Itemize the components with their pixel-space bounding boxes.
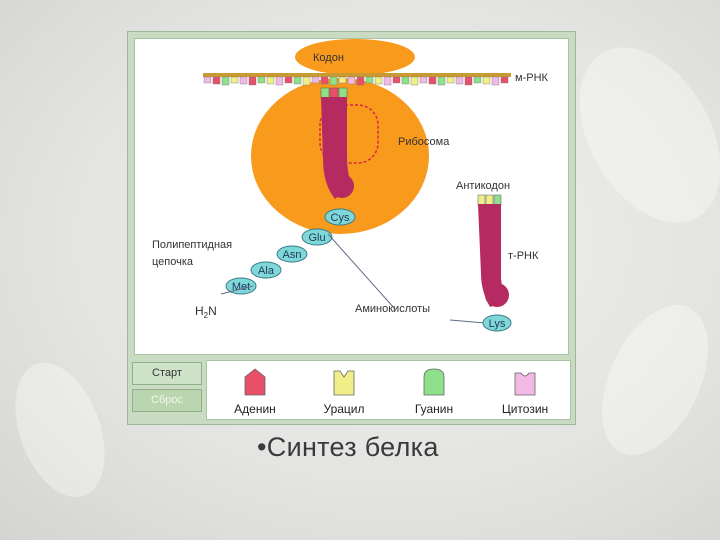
- amino-acids-pointer: [449, 319, 486, 324]
- nucleotide-legend: Аденин Урацил Гуанин Цитозин: [206, 360, 571, 420]
- amino-acid-label: Lys: [489, 318, 506, 330]
- mrna-nucleotide: [392, 76, 401, 84]
- ribosome-binding-site: [319, 104, 379, 164]
- ribosome-small-subunit: [295, 39, 415, 75]
- amino-acids-pointer: [327, 233, 396, 310]
- mrna-nucleotide: [338, 76, 347, 84]
- mrna-nucleotide: [419, 76, 428, 84]
- trna-loop: [330, 174, 354, 198]
- slide-title-text: Синтез белка: [266, 432, 439, 462]
- cytosine-icon: [514, 372, 536, 396]
- amino-acid-glu: Glu: [301, 228, 333, 246]
- mrna-nucleotide: [221, 76, 230, 86]
- amino-group-label: H2N: [195, 304, 217, 320]
- legend-item-cytosine: Цитозин: [485, 361, 565, 419]
- incoming-trna: [477, 194, 509, 307]
- mrna-nucleotide: [455, 76, 464, 85]
- trna-body: [478, 204, 507, 307]
- anticodon-base: [338, 87, 348, 99]
- mrna-nucleotide: [266, 76, 275, 85]
- mrna-nucleotide: [428, 76, 437, 85]
- mrna-nucleotide: [383, 76, 392, 86]
- reset-button[interactable]: Сброс: [132, 389, 202, 412]
- mrna-nucleotide: [356, 76, 365, 86]
- mrna-nucleotide: [239, 76, 248, 85]
- mrna-nucleotide: [248, 76, 257, 86]
- amino-acid-cys: Cys: [324, 208, 356, 226]
- amino-acid-asn: Asn: [276, 245, 308, 263]
- mrna-nucleotide: [437, 76, 446, 86]
- amino-acid-label: Glu: [308, 232, 325, 244]
- slide-title: •Синтез белка: [257, 432, 439, 463]
- mrna-nucleotide: [500, 76, 509, 84]
- amino-acid-ala: Ala: [250, 261, 282, 279]
- anticodon-base: [485, 194, 494, 206]
- amino-acid-label: Ala: [258, 265, 275, 277]
- mrna-nucleotide: [491, 76, 500, 86]
- anticodon-base: [477, 194, 486, 206]
- polypeptide-label-line1: Полипептидная: [152, 239, 232, 251]
- mrna-nucleotide: [329, 76, 338, 86]
- anticodon-base: [329, 87, 339, 99]
- mrna-nucleotide: [203, 76, 212, 84]
- polypeptide-label-line2: цепочка: [152, 256, 194, 268]
- legend-item-adenine: Аденин: [215, 361, 295, 419]
- trna-body: [321, 97, 353, 199]
- mrna-nucleotide: [257, 76, 266, 84]
- legend-item-uracil: Урацил: [304, 361, 384, 419]
- mrna-nucleotide: [275, 76, 284, 86]
- mrna-nucleotide: [302, 76, 311, 86]
- legend-label: Аденин: [234, 402, 276, 416]
- mrna-nucleotide: [347, 76, 356, 85]
- codon-label: Кодон: [313, 52, 344, 64]
- start-button[interactable]: Старт: [132, 362, 202, 385]
- amino-acid-label: Cys: [331, 212, 350, 224]
- mrna-label: м-РНК: [515, 72, 549, 84]
- amino-group-bond: [220, 285, 254, 295]
- controls-panel: Старт Сброс: [132, 360, 202, 416]
- trna-label: т-РНК: [508, 250, 539, 262]
- mrna-nucleotide: [464, 76, 473, 86]
- ribosome-label: Рибосома: [398, 136, 450, 148]
- mrna-nucleotide: [374, 76, 383, 85]
- anticodon-base: [493, 194, 502, 206]
- background-leaf: [580, 288, 720, 472]
- mrna-backbone: [203, 73, 511, 77]
- amino-acid-label: Asn: [283, 249, 302, 261]
- legend-item-guanine: Гуанин: [394, 361, 474, 419]
- mrna-nucleotide: [320, 76, 329, 85]
- bullet: •: [257, 432, 267, 462]
- uracil-icon: [333, 370, 355, 396]
- background-leaf: [0, 350, 122, 510]
- guanine-icon: [423, 368, 445, 396]
- mrna-nucleotide: [401, 76, 410, 85]
- mrna-nucleotide: [293, 76, 302, 85]
- mrna-nucleotide: [482, 76, 491, 85]
- amino-acids-label: Аминокислоты: [355, 303, 430, 315]
- adenine-icon: [244, 368, 266, 396]
- mrna-nucleotide: [212, 76, 221, 85]
- amino-acid-lys: Lys: [482, 314, 512, 332]
- mrna-nucleotide: [473, 76, 482, 84]
- mrna-nucleotide: [284, 76, 293, 84]
- anticodon-label: Антикодон: [456, 180, 510, 192]
- legend-label: Урацил: [323, 402, 365, 416]
- trna-loop: [485, 283, 509, 307]
- legend-label: Гуанин: [414, 402, 454, 416]
- mrna-nucleotide: [446, 76, 455, 84]
- legend-label: Цитозин: [501, 402, 549, 416]
- mrna-nucleotide: [230, 76, 239, 84]
- mrna-nucleotide: [410, 76, 419, 86]
- mrna-strand: [203, 73, 511, 86]
- mrna-nucleotide: [311, 76, 320, 84]
- trna-in-ribosome: [320, 87, 354, 199]
- anticodon-base: [320, 87, 330, 99]
- mrna-nucleotide: [365, 76, 374, 84]
